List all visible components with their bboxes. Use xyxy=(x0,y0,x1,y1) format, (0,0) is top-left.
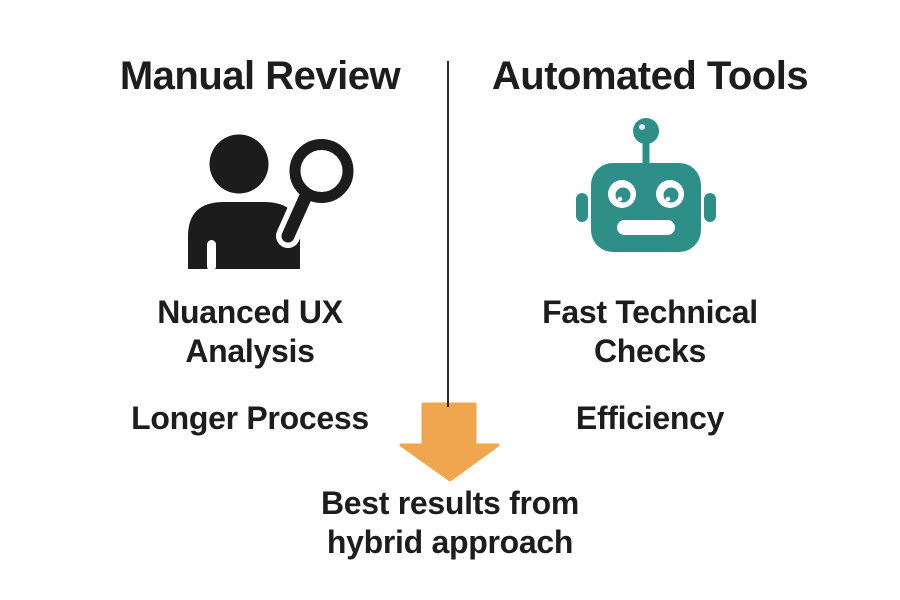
conclusion-label: Best results from hybrid approach xyxy=(320,485,580,560)
manual-tradeoff-label: Longer Process xyxy=(131,400,369,436)
person-magnifier-svg xyxy=(188,133,359,271)
manual-benefit-label: Nuanced UX Analysis xyxy=(157,294,343,369)
robot-icon xyxy=(560,110,740,280)
person-magnifier-icon xyxy=(180,122,392,280)
automated-tradeoff-label: Efficiency xyxy=(575,400,725,436)
automated-tools-title: Automated Tools xyxy=(491,54,809,98)
manual-review-title: Manual Review xyxy=(119,54,401,98)
column-divider-line xyxy=(447,61,449,407)
down-arrow-icon xyxy=(398,402,502,482)
robot-svg xyxy=(576,118,716,252)
automated-benefit-label: Fast Technical Checks xyxy=(542,294,758,369)
down-arrow-svg xyxy=(399,402,500,482)
